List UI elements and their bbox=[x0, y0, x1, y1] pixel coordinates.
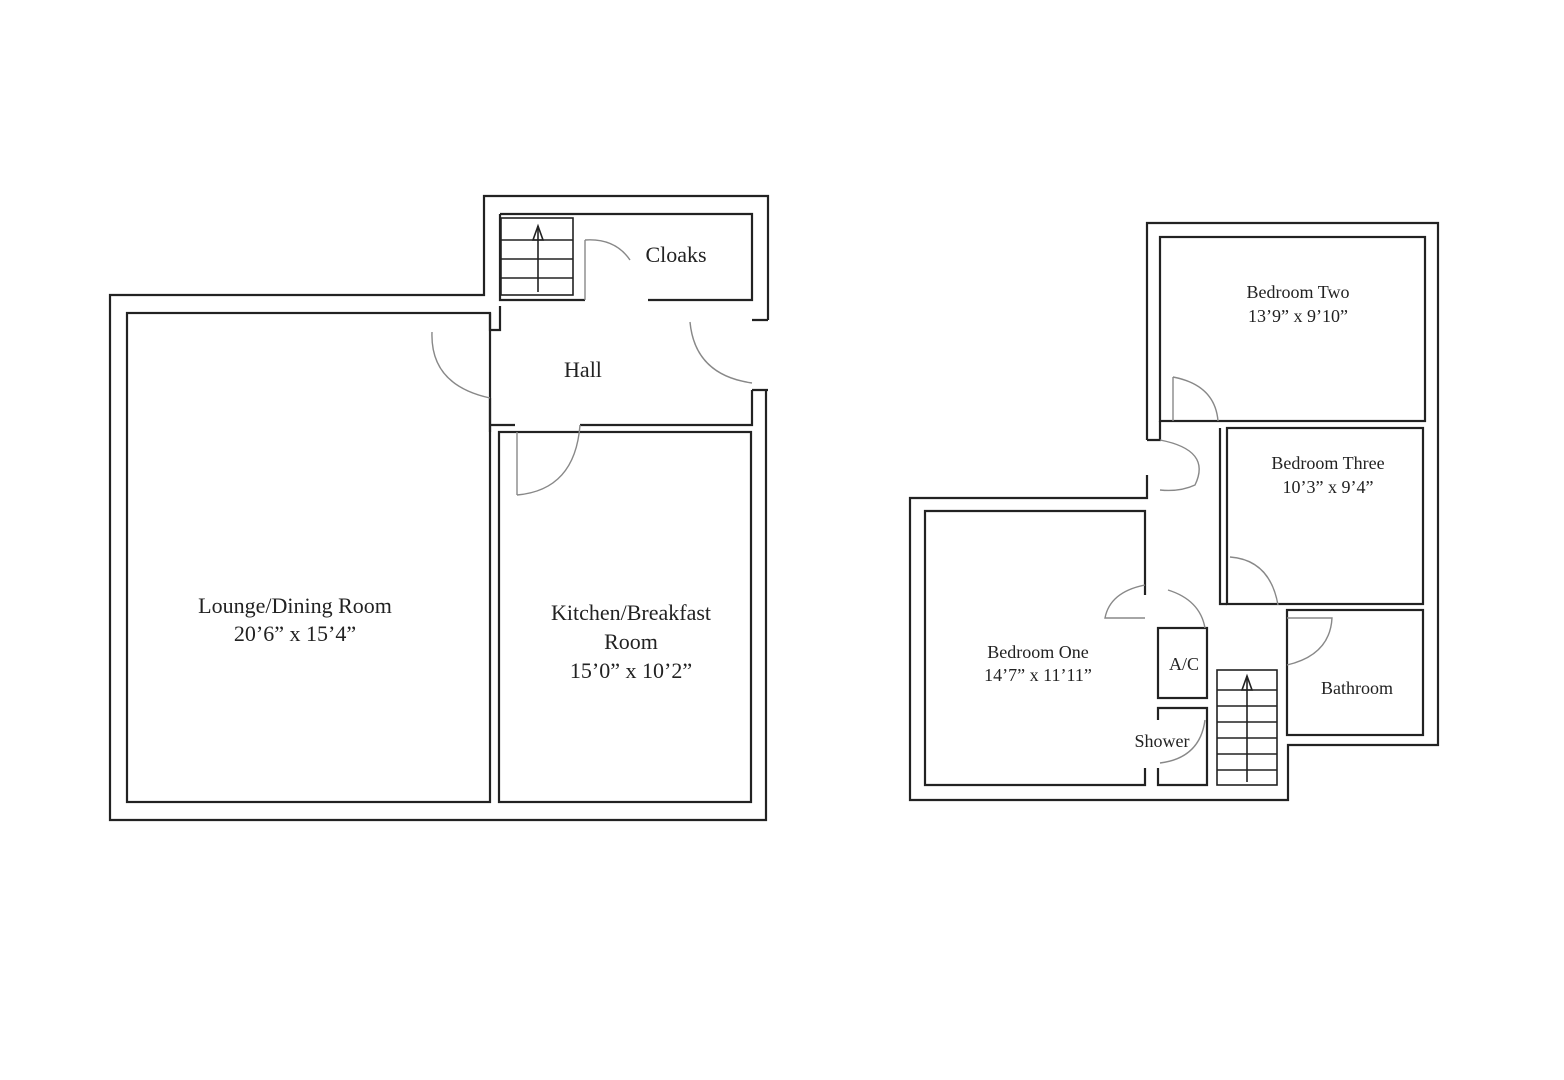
ac-cupboard-outline bbox=[1156, 626, 1209, 700]
ground-floor-plan: Cloaks Hall Lounge/Dining Room 20’6” x 1… bbox=[108, 194, 770, 822]
room-label-lounge: Lounge/Dining Room bbox=[198, 593, 392, 618]
front-door-swing bbox=[431, 331, 491, 399]
room-label-bedroom-one: Bedroom One bbox=[987, 642, 1088, 662]
ground-outer-wall bbox=[108, 194, 770, 822]
hall-walls bbox=[488, 306, 754, 432]
ac-door-swing bbox=[1167, 589, 1206, 629]
room-label-cloaks: Cloaks bbox=[645, 242, 706, 267]
bedroom-three-outline bbox=[1225, 426, 1425, 606]
kitchen-room-outline bbox=[497, 430, 753, 804]
bathroom-outline bbox=[1285, 608, 1425, 737]
stair-arrow-icon bbox=[1240, 673, 1254, 691]
landing-door-swing bbox=[1159, 439, 1200, 492]
shower-outline bbox=[1156, 706, 1209, 787]
room-label-ac: A/C bbox=[1169, 654, 1199, 674]
bedroom-one-door-swing bbox=[1104, 584, 1146, 619]
room-dimensions-bedroom-three: 10’3” x 9’4” bbox=[1283, 477, 1374, 497]
first-floor-plan: Bedroom Two 13’9” x 9’10” Bedroom Three … bbox=[908, 221, 1440, 802]
rear-door-swing bbox=[689, 321, 753, 384]
room-label-bedroom-two: Bedroom Two bbox=[1247, 282, 1350, 302]
room-label-hall: Hall bbox=[564, 357, 602, 382]
room-dimensions-bedroom-one: 14’7” x 11’11” bbox=[984, 665, 1092, 685]
room-label-bedroom-three: Bedroom Three bbox=[1271, 453, 1384, 473]
room-label-shower: Shower bbox=[1135, 731, 1190, 751]
room-dimensions-kitchen: 15’0” x 10’2” bbox=[570, 658, 692, 683]
room-dimensions-lounge: 20’6” x 15’4” bbox=[234, 621, 356, 646]
room-dimensions-bedroom-two: 13’9” x 9’10” bbox=[1248, 306, 1348, 326]
bedroom-one-outline bbox=[923, 509, 1147, 787]
first-stairs bbox=[1216, 669, 1278, 786]
cloaks-door-swing bbox=[584, 239, 631, 300]
room-label-bathroom: Bathroom bbox=[1321, 678, 1393, 698]
bedroom-two-outline bbox=[1158, 235, 1427, 423]
lounge-room-outline bbox=[125, 311, 492, 804]
stair-arrow-icon bbox=[531, 223, 545, 241]
room-label-kitchen: Kitchen/Breakfast bbox=[551, 600, 711, 625]
ground-stairs bbox=[500, 217, 574, 296]
bedroom-three-door-swing bbox=[1229, 556, 1279, 606]
cloaks-walls bbox=[498, 212, 754, 302]
first-outer-wall bbox=[908, 221, 1440, 802]
bedroom-two-door-swing bbox=[1172, 376, 1219, 422]
kitchen-door-swing bbox=[516, 424, 581, 496]
bathroom-door-swing bbox=[1286, 617, 1333, 666]
shower-door-swing bbox=[1159, 719, 1206, 764]
room-label-kitchen-line2: Room bbox=[604, 629, 658, 654]
